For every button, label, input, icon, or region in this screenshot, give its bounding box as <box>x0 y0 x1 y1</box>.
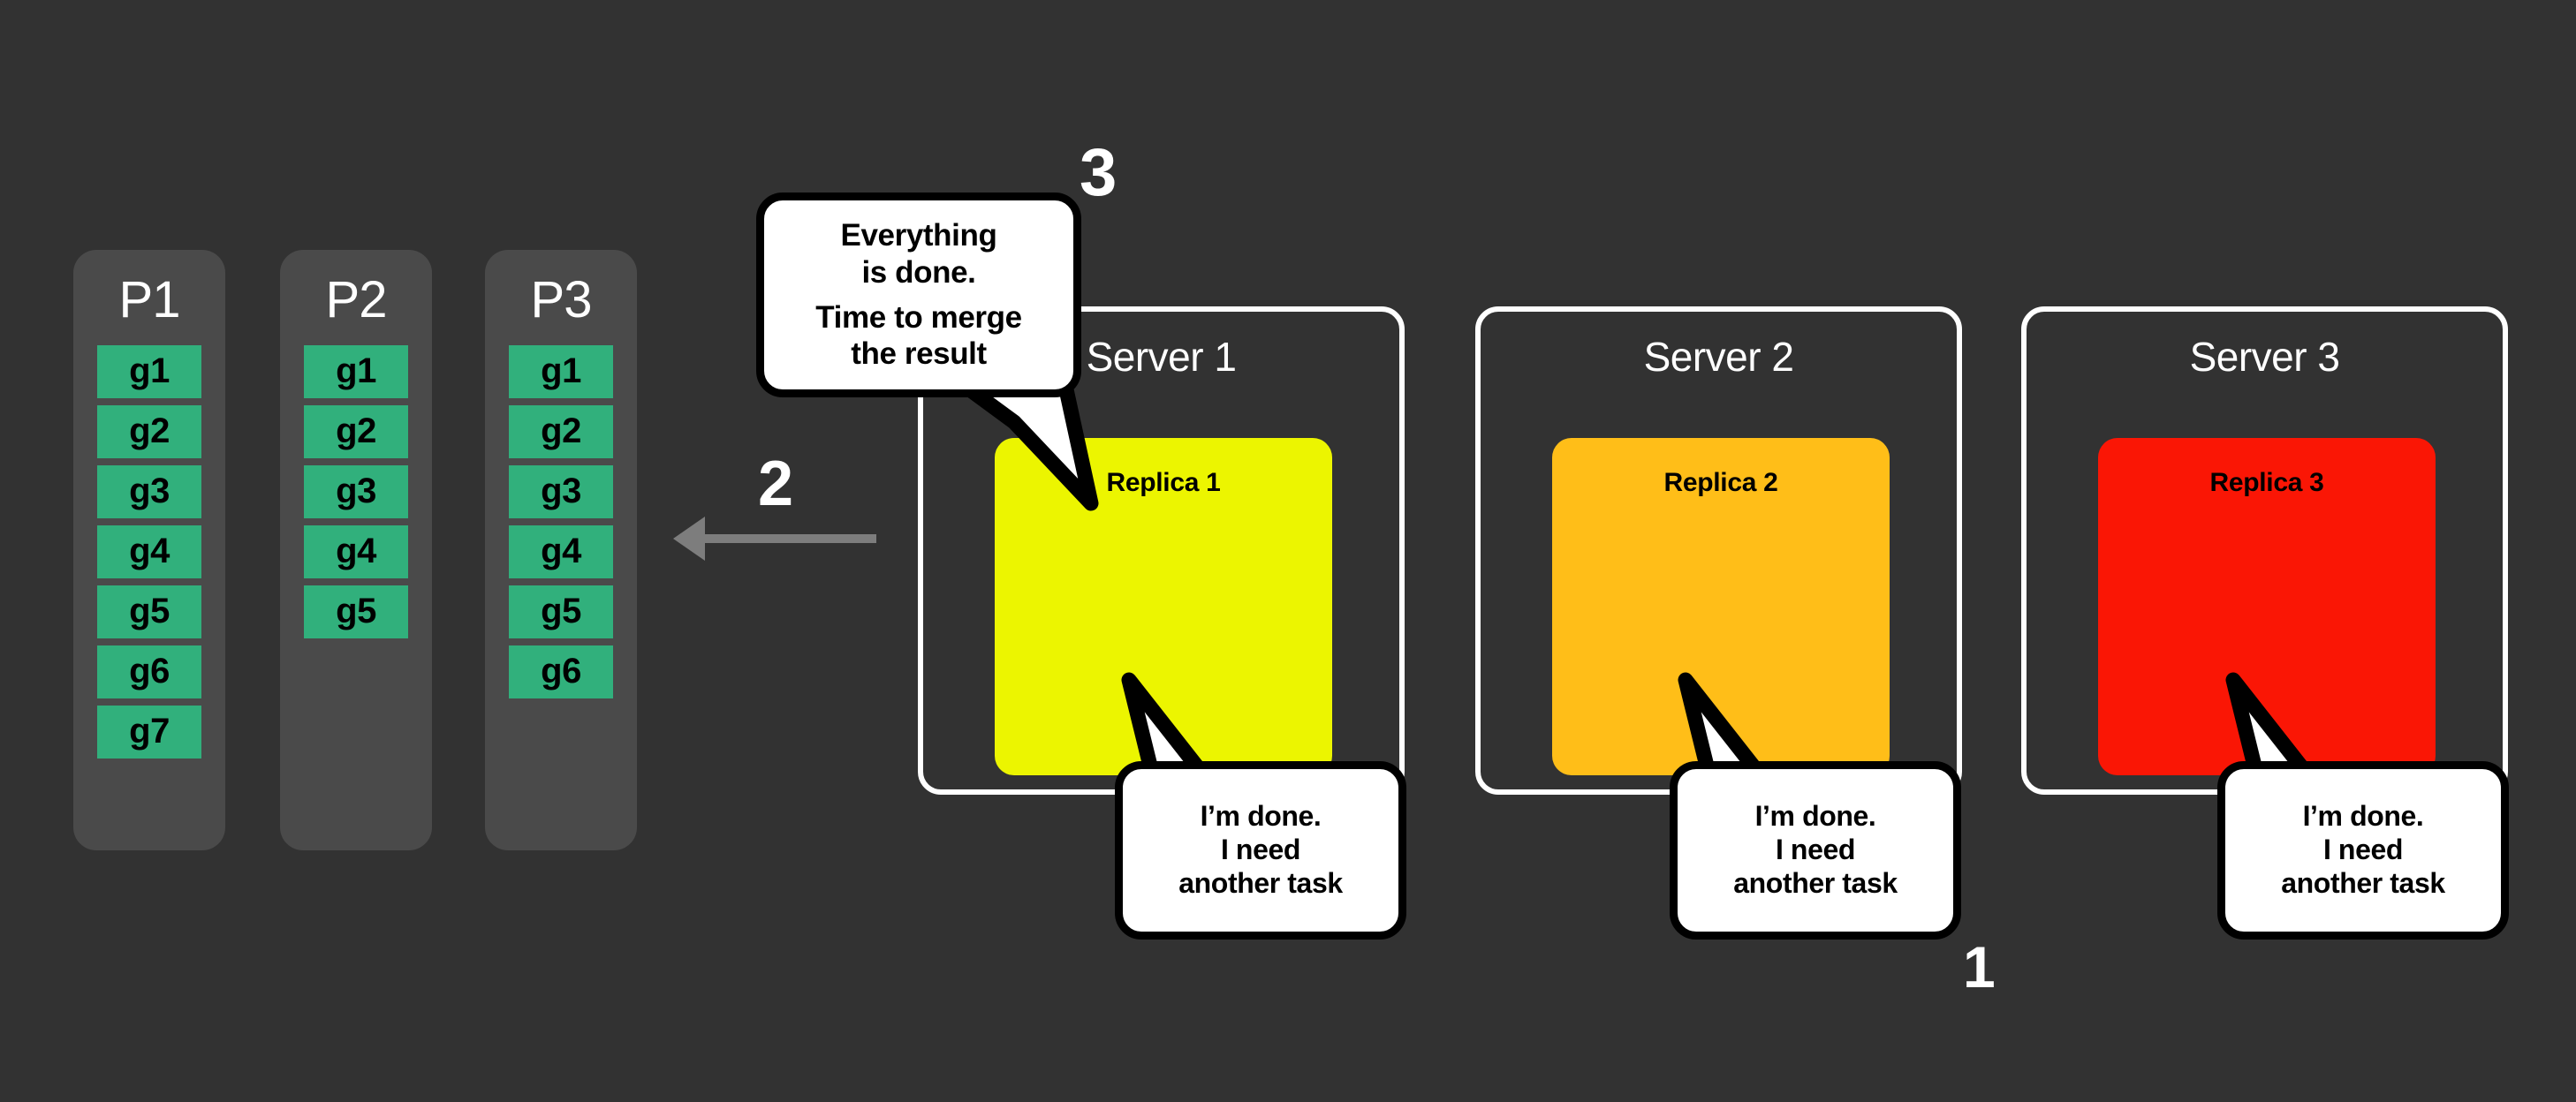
task-block[interactable]: g1 <box>97 345 201 398</box>
merge-bubble-line-1: Everything <box>840 218 997 253</box>
task-block[interactable]: g6 <box>509 645 613 698</box>
task-block[interactable]: g4 <box>509 525 613 578</box>
partition-p2: P2 g1 g2 g3 g4 g5 <box>280 250 432 850</box>
merge-bubble-line-4: the result <box>851 336 987 372</box>
done-bubble-3-line-2: I need <box>2322 834 2404 866</box>
done-bubble-2: I’m done. I need another task <box>1670 761 1961 940</box>
task-block[interactable]: g3 <box>97 465 201 518</box>
done-bubble-3-line-1: I’m done. <box>2302 800 2424 833</box>
task-block[interactable]: g4 <box>304 525 408 578</box>
task-block[interactable]: g1 <box>304 345 408 398</box>
task-block[interactable]: g3 <box>304 465 408 518</box>
merge-bubble-line-3: Time to merge <box>815 300 1022 335</box>
task-block[interactable]: g4 <box>97 525 201 578</box>
replica-3-label: Replica 3 <box>2209 468 2324 497</box>
partition-p3-title: P3 <box>530 271 593 328</box>
partition-p3: P3 g1 g2 g3 g4 g5 g6 <box>485 250 637 850</box>
merge-arrow-line <box>705 534 876 543</box>
task-block[interactable]: g6 <box>97 645 201 698</box>
task-block[interactable]: g5 <box>509 585 613 638</box>
replica-2-label: Replica 2 <box>1663 468 1778 497</box>
done-bubble-1-line-2: I need <box>1220 834 1301 866</box>
task-block[interactable]: g3 <box>509 465 613 518</box>
done-bubble-3: I’m done. I need another task <box>2217 761 2509 940</box>
task-block[interactable]: g2 <box>304 405 408 458</box>
server-3-title: Server 3 <box>2189 334 2340 380</box>
done-bubble-2-line-2: I need <box>1775 834 1856 866</box>
partition-p3-blocks: g1 g2 g3 g4 g5 g6 <box>485 345 637 698</box>
task-block[interactable]: g5 <box>97 585 201 638</box>
merge-bubble: Everything is done. Time to merge the re… <box>756 192 1081 397</box>
done-bubble-3-line-3: another task <box>2281 866 2445 899</box>
server-2-title: Server 2 <box>1643 334 1794 380</box>
task-block[interactable]: g7 <box>97 706 201 759</box>
done-bubble-2-line-1: I’m done. <box>1754 800 1876 833</box>
done-bubble-1: I’m done. I need another task <box>1115 761 1406 940</box>
done-bubble-2-line-3: another task <box>1733 866 1898 899</box>
task-block[interactable]: g2 <box>509 405 613 458</box>
partition-p1: P1 g1 g2 g3 g4 g5 g6 g7 <box>73 250 225 850</box>
replica-1-label: Replica 1 <box>1106 468 1221 497</box>
partition-p1-title: P1 <box>118 271 181 328</box>
done-bubble-1-line-1: I’m done. <box>1200 800 1322 833</box>
server-1-title: Server 1 <box>1086 334 1237 380</box>
partition-p2-blocks: g1 g2 g3 g4 g5 <box>280 345 432 638</box>
step-number-3: 3 <box>1080 135 1118 210</box>
done-bubble-1-line-3: another task <box>1178 866 1343 899</box>
partition-p2-title: P2 <box>325 271 388 328</box>
task-block[interactable]: g1 <box>509 345 613 398</box>
task-block[interactable]: g2 <box>97 405 201 458</box>
step-number-2: 2 <box>758 449 794 519</box>
task-block[interactable]: g5 <box>304 585 408 638</box>
merge-bubble-line-2: is done. <box>861 254 976 290</box>
merge-arrow <box>673 517 876 561</box>
partition-p1-blocks: g1 g2 g3 g4 g5 g6 g7 <box>73 345 225 759</box>
merge-arrow-head <box>673 517 705 561</box>
step-number-1: 1 <box>1963 934 1996 1000</box>
